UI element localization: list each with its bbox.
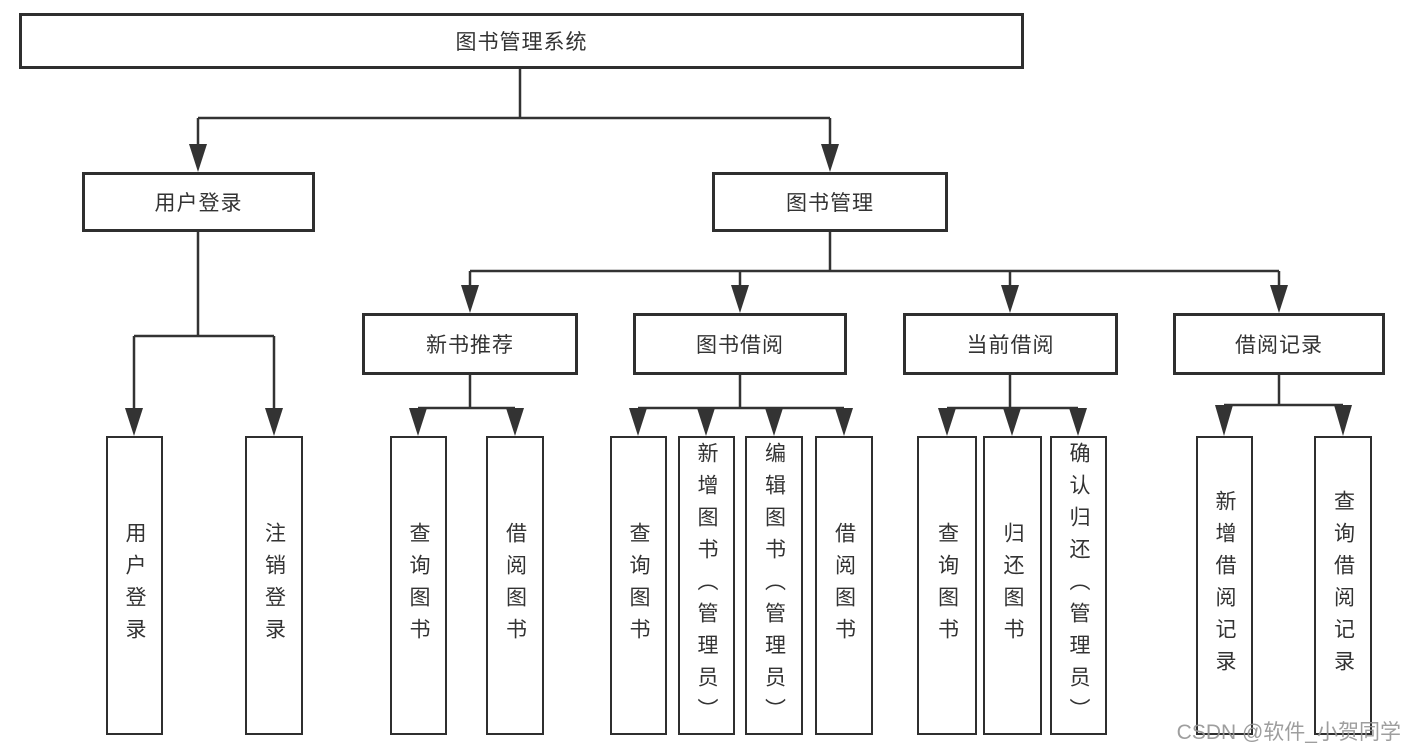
connector-records-to-leaves [1222,375,1345,418]
arrow-down-icon [1215,405,1233,436]
node-borrow-records: 借阅记录 [1173,313,1385,375]
leaf-borrow-books-1: 借阅图书 [486,436,544,735]
leaf-label: 查询图书 [935,521,959,650]
leaf-add-books-admin: 新增图书（管理员） [678,436,735,735]
leaf-query-books-1: 查询图书 [390,436,447,735]
arrow-down-icon [1270,285,1288,313]
leaf-add-borrow-record: 新增借阅记录 [1196,436,1253,735]
node-label: 当前借阅 [966,334,1055,357]
leaf-edit-books-admin: 编辑图书（管理员） [745,436,803,735]
leaf-label: 注销登录 [262,521,286,650]
node-new-book-recommend: 新书推荐 [362,313,578,375]
arrow-down-icon [731,285,749,313]
arrow-down-icon [697,408,715,436]
arrow-down-icon [506,408,524,436]
arrow-down-icon [265,408,283,436]
node-book-management: 图书管理 [712,172,948,232]
leaf-label: 查询图书 [407,521,430,650]
arrow-down-icon [1069,408,1087,436]
leaf-borrow-books-2: 借阅图书 [815,436,873,735]
leaf-label: 查询借阅记录 [1331,489,1355,682]
leaf-query-borrow-record: 查询借阅记录 [1314,436,1372,735]
node-label: 新书推荐 [426,334,514,357]
arrow-down-icon [125,408,143,436]
node-label: 用户登录 [154,192,243,215]
arrow-down-icon [461,285,479,313]
connector-borrow-to-leaves [636,375,846,418]
leaf-label: 借阅图书 [832,521,856,650]
csdn-watermark: CSDN @软件_小贺同学 [1176,721,1401,744]
node-label: 借阅记录 [1235,334,1323,357]
arrow-down-icon [765,408,783,436]
arrowheads [125,144,1352,436]
arrow-down-icon [1003,408,1021,436]
connector-bookmgmt-to-level3 [468,232,1281,298]
node-label: 图书借阅 [696,334,784,357]
node-label: 图书管理系统 [455,31,588,54]
leaf-label: 确认归还（管理员） [1067,441,1090,730]
connector-userlogin-to-leaves [132,232,276,420]
leaf-logout: 注销登录 [245,436,303,735]
arrow-down-icon [1334,405,1352,436]
leaf-label: 新增借阅记录 [1213,489,1236,682]
connector-newbook-to-leaves [416,375,517,418]
node-book-borrow: 图书借阅 [633,313,847,375]
leaf-confirm-return-admin: 确认归还（管理员） [1050,436,1107,735]
arrow-down-icon [835,408,853,436]
arrow-down-icon [938,408,956,436]
connector-root-to-level2 [196,68,832,158]
arrow-down-icon [409,408,427,436]
node-label: 图书管理 [786,192,874,215]
leaf-user-login: 用户登录 [106,436,163,735]
leaf-label: 新增图书（管理员） [695,441,718,730]
leaf-label: 查询图书 [627,521,650,650]
leaf-label: 归还图书 [1001,521,1024,650]
arrow-down-icon [189,144,207,172]
leaf-query-books-3: 查询图书 [917,436,977,735]
leaf-return-books: 归还图书 [983,436,1042,735]
arrow-down-icon [1001,285,1019,313]
arrow-down-icon [821,144,839,172]
leaf-label: 借阅图书 [503,521,527,650]
leaf-label: 用户登录 [123,521,146,650]
node-current-borrow: 当前借阅 [903,313,1118,375]
leaf-query-books-2: 查询图书 [610,436,667,735]
node-root-system: 图书管理系统 [19,13,1024,69]
arrow-down-icon [629,408,647,436]
leaf-label: 编辑图书（管理员） [762,441,786,730]
node-user-login: 用户登录 [82,172,315,232]
